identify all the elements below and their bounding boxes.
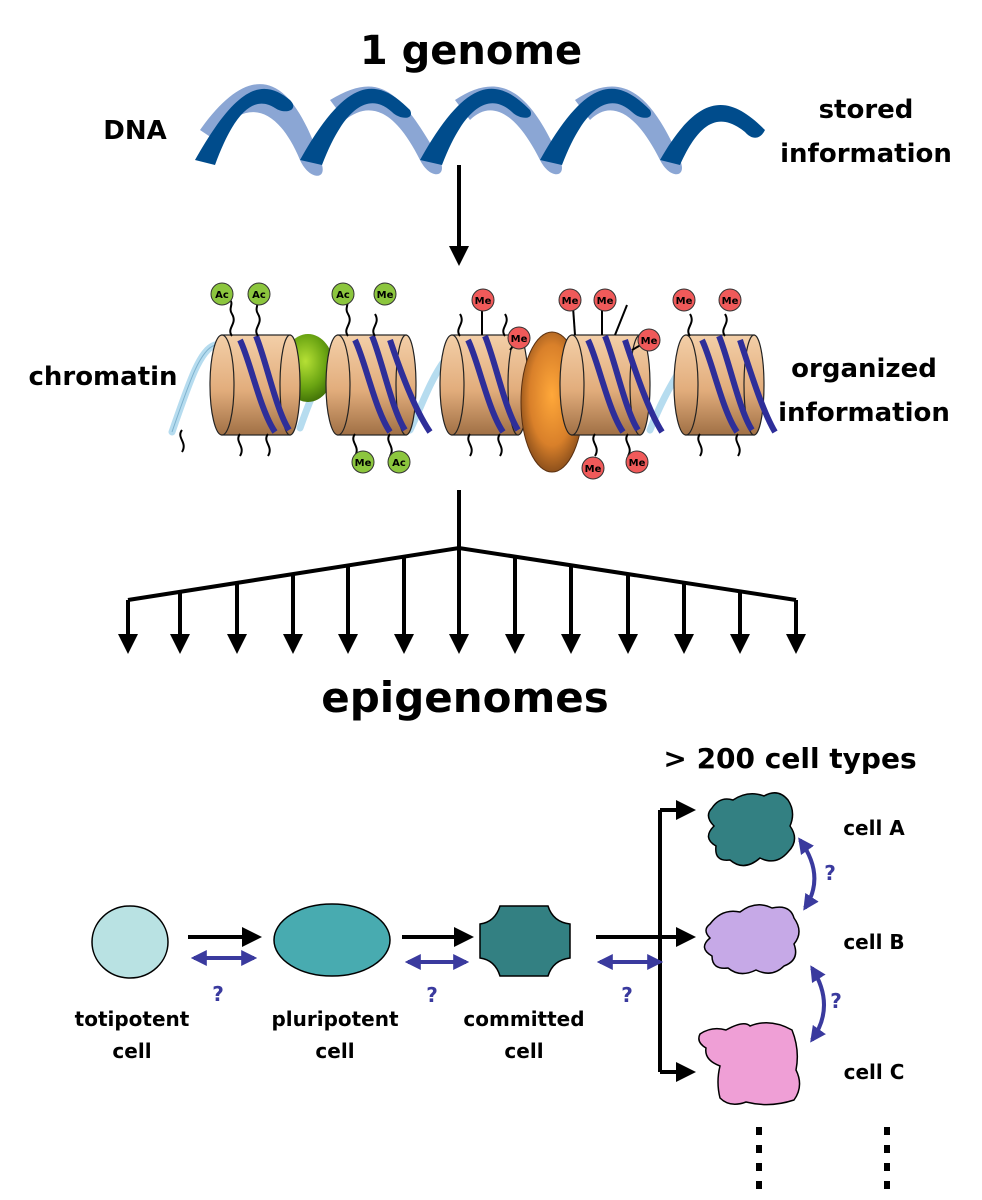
methyl-mark: Me bbox=[507, 326, 531, 350]
svg-text:Me: Me bbox=[355, 458, 372, 469]
nucleosome bbox=[325, 334, 433, 436]
cell-c-label: cell C bbox=[844, 1060, 905, 1084]
chromatin-fiber: Ac Ac Ac Me Me Ac Me Me Me Me Me Me Me M… bbox=[168, 282, 778, 480]
svg-text:Me: Me bbox=[562, 296, 579, 307]
cell-a-label: cell A bbox=[843, 816, 905, 840]
svg-text:Me: Me bbox=[511, 334, 528, 345]
svg-text:Me: Me bbox=[475, 296, 492, 307]
histone-marks: Ac Ac Ac Me Me Ac Me Me Me Me Me Me Me M… bbox=[210, 282, 742, 480]
methyl-mark: Me bbox=[718, 288, 742, 312]
cell-b-label: cell B bbox=[843, 930, 904, 954]
totipotent-label-1: totipotent bbox=[75, 1007, 190, 1031]
cell-b bbox=[703, 904, 800, 975]
svg-text:Me: Me bbox=[377, 290, 394, 301]
acetyl-mark: Ac bbox=[387, 450, 411, 474]
epigenome-branching-arrows bbox=[118, 490, 806, 654]
dna-helix bbox=[195, 84, 765, 176]
cell-c bbox=[698, 1022, 801, 1106]
question-mark: ? bbox=[621, 983, 633, 1007]
svg-text:Ac: Ac bbox=[392, 458, 406, 469]
title: 1 genome bbox=[360, 28, 582, 74]
forward-arrows bbox=[188, 800, 696, 1082]
acetyl-mark: Ac bbox=[210, 282, 234, 306]
nucleosome bbox=[673, 334, 778, 436]
stored-information-label-2: information bbox=[780, 139, 952, 169]
totipotent-cell bbox=[91, 905, 169, 979]
continuation-dots bbox=[756, 1127, 890, 1189]
question-mark: ? bbox=[426, 983, 438, 1007]
stored-information-label-1: stored bbox=[819, 95, 914, 125]
reversibility-arrows bbox=[190, 837, 826, 1043]
methyl-mark: Me bbox=[637, 328, 661, 352]
methyl-mark: Me bbox=[672, 288, 696, 312]
svg-text:Me: Me bbox=[676, 296, 693, 307]
question-mark: ? bbox=[830, 989, 842, 1013]
methyl-mark: Me bbox=[581, 456, 605, 480]
nucleosome bbox=[439, 334, 529, 436]
methyl-mark: Me bbox=[625, 450, 649, 474]
methyl-mark: Me bbox=[593, 288, 617, 312]
svg-text:Me: Me bbox=[629, 458, 646, 469]
svg-text:Me: Me bbox=[597, 296, 614, 307]
cell-types-label: > 200 cell types bbox=[663, 742, 916, 775]
methyl-mark: Me bbox=[558, 288, 582, 312]
committed-label-1: committed bbox=[463, 1007, 584, 1031]
chromatin-label: chromatin bbox=[28, 362, 177, 392]
methyl-mark-green: Me bbox=[373, 282, 397, 306]
svg-text:Ac: Ac bbox=[215, 290, 229, 301]
nucleosome bbox=[559, 334, 665, 436]
pluripotent-label-2: cell bbox=[315, 1039, 354, 1063]
svg-text:Me: Me bbox=[641, 336, 658, 347]
committed-label-2: cell bbox=[504, 1039, 543, 1063]
pluripotent-cell bbox=[273, 903, 391, 977]
pluripotent-label-1: pluripotent bbox=[271, 1007, 399, 1031]
committed-cell bbox=[479, 905, 571, 977]
acetyl-mark: Ac bbox=[331, 282, 355, 306]
question-mark: ? bbox=[824, 861, 836, 885]
nucleosome bbox=[209, 334, 301, 436]
acetyl-mark: Ac bbox=[247, 282, 271, 306]
organized-information-label-1: organized bbox=[791, 354, 937, 384]
totipotent-label-2: cell bbox=[112, 1039, 151, 1063]
dna-label: DNA bbox=[103, 116, 166, 146]
question-mark: ? bbox=[212, 982, 224, 1006]
organized-information-label-2: information bbox=[778, 398, 950, 428]
epigenomes-label: epigenomes bbox=[321, 673, 609, 722]
cell-a bbox=[707, 792, 796, 867]
methyl-mark-green: Me bbox=[351, 450, 375, 474]
svg-text:Me: Me bbox=[585, 464, 602, 475]
svg-text:Ac: Ac bbox=[336, 290, 350, 301]
methyl-mark: Me bbox=[471, 288, 495, 312]
svg-text:Me: Me bbox=[722, 296, 739, 307]
svg-text:Ac: Ac bbox=[252, 290, 266, 301]
dna-strand-dark bbox=[195, 88, 765, 165]
